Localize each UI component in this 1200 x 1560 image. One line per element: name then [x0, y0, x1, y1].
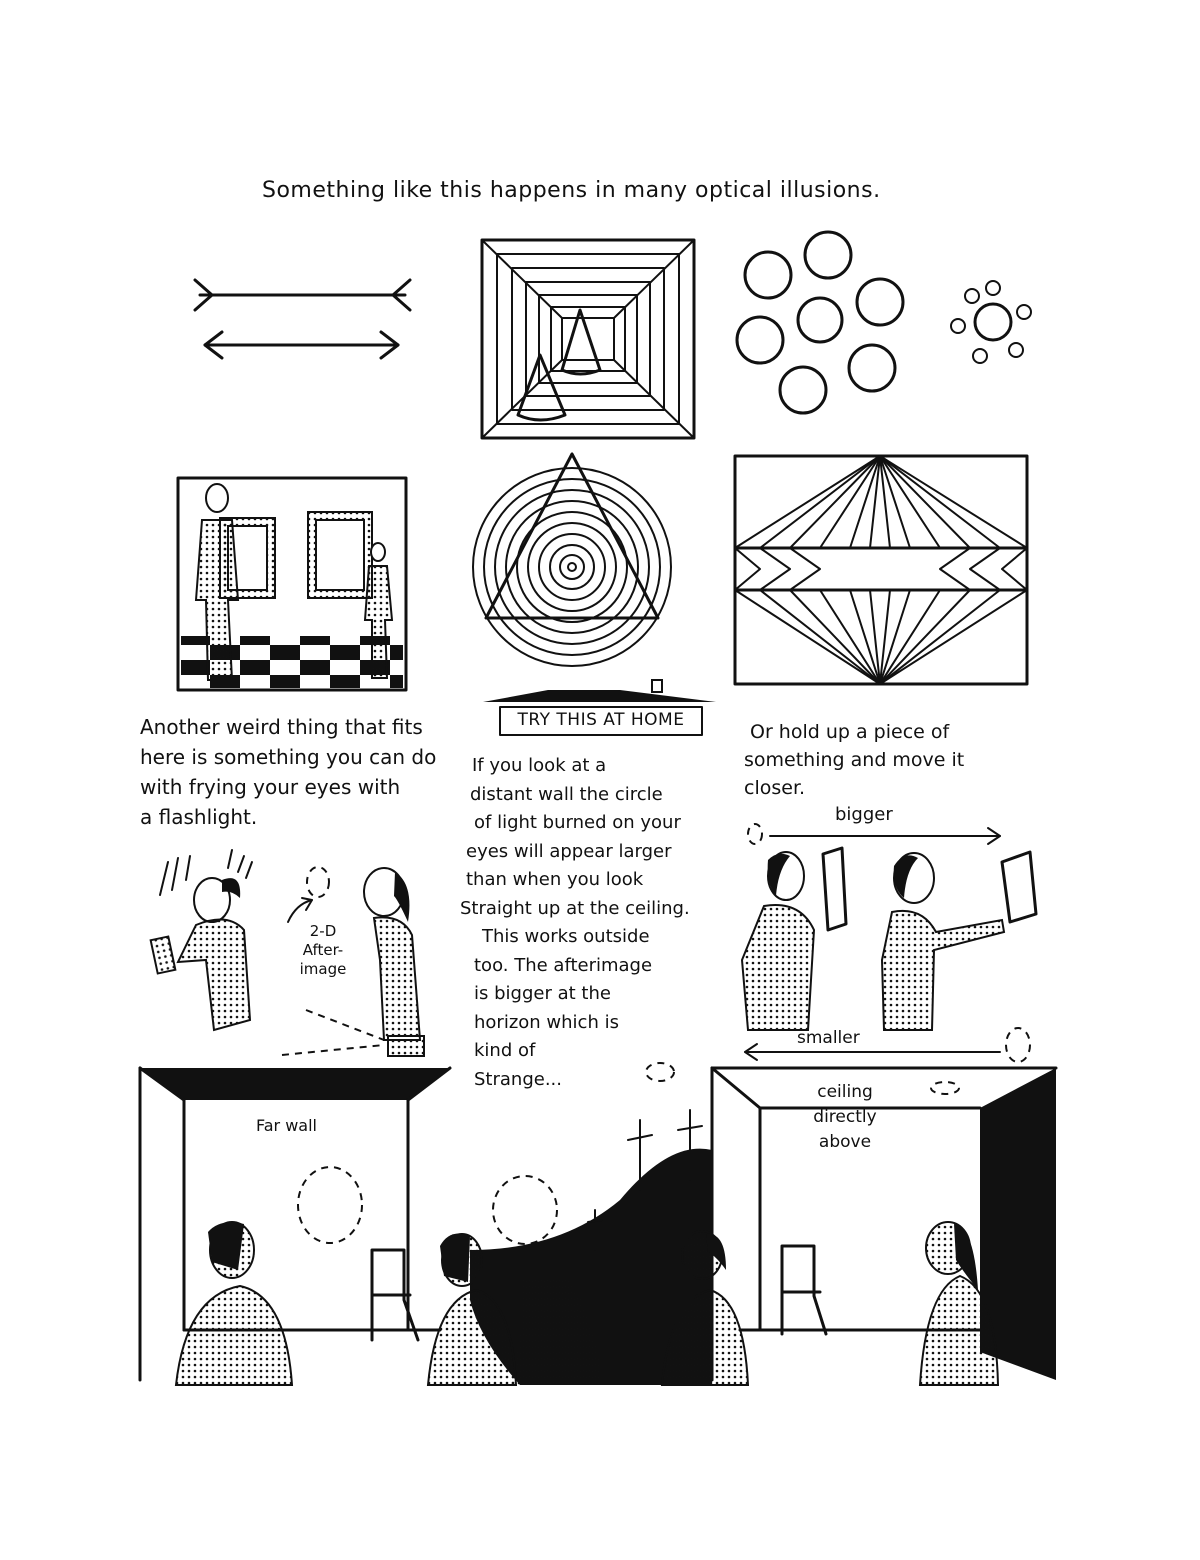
caption-line: This works outside [482, 926, 650, 947]
page-title: Something like this happens in many opti… [262, 178, 881, 203]
far-wall-label: Far wall [256, 1116, 317, 1135]
caption-line: If you look at a [472, 755, 607, 776]
caption-line: eyes will appear larger [466, 840, 672, 862]
caption-line: too. The afterimage [474, 954, 653, 976]
caption-line: something and move it [744, 749, 965, 771]
bigger-label: bigger [835, 804, 893, 825]
caption-line: of light burned on your [474, 812, 681, 833]
caption-line: distant wall the circle [470, 783, 663, 805]
afterimage-label: 2-D After- image [292, 922, 354, 979]
caption-line: Another weird thing that fits [140, 715, 423, 739]
afterimage-line: image [299, 960, 347, 978]
afterimage-line: After- [302, 941, 344, 959]
horizon-caption: If you look at a distant wall the circle… [460, 752, 690, 1094]
ceiling-room [710, 1066, 1058, 1386]
flashlight-caption: Another weird thing that fits here is so… [140, 712, 436, 832]
caption-line: than when you look [466, 869, 644, 890]
ceiling-line: above [818, 1132, 872, 1152]
concentric-triangle-illusion [472, 452, 672, 667]
caption-line: a flashlight. [140, 805, 258, 829]
tunnel-illusion [480, 238, 696, 440]
caption-line: here is something you can do [140, 745, 437, 769]
far-wall-room [138, 1066, 452, 1386]
caption-line: Straight up at the ceiling. [460, 897, 690, 919]
paper-scene [740, 823, 1038, 1063]
flashlight-scene [149, 849, 425, 1057]
caption-line: with frying your eyes with [140, 775, 401, 799]
ceiling-line: ceiling [817, 1082, 873, 1102]
try-this-at-home-sign: TRY THIS AT HOME [517, 710, 685, 730]
smaller-label: smaller [797, 1028, 860, 1048]
room-figures-illusion [176, 476, 408, 692]
ceiling-label: ceiling directly above [800, 1080, 890, 1155]
caption-line: closer. [744, 777, 806, 799]
muller-lyer-illusion [193, 278, 412, 360]
caption-line: horizon which is [474, 1011, 619, 1033]
house-sign [483, 679, 716, 736]
caption-line: Or hold up a piece of [750, 721, 950, 743]
horizon-scene [426, 1062, 750, 1386]
ebbinghaus-illusion [735, 230, 1032, 415]
ceiling-line: directly [813, 1107, 877, 1127]
caption-line: kind of [474, 1040, 536, 1061]
paper-caption: Or hold up a piece of something and move… [744, 718, 964, 802]
caption-line: Strange... [474, 1068, 562, 1090]
caption-line: is bigger at the [474, 983, 611, 1004]
hering-illusion [733, 454, 1029, 686]
afterimage-line: 2-D [309, 922, 337, 940]
